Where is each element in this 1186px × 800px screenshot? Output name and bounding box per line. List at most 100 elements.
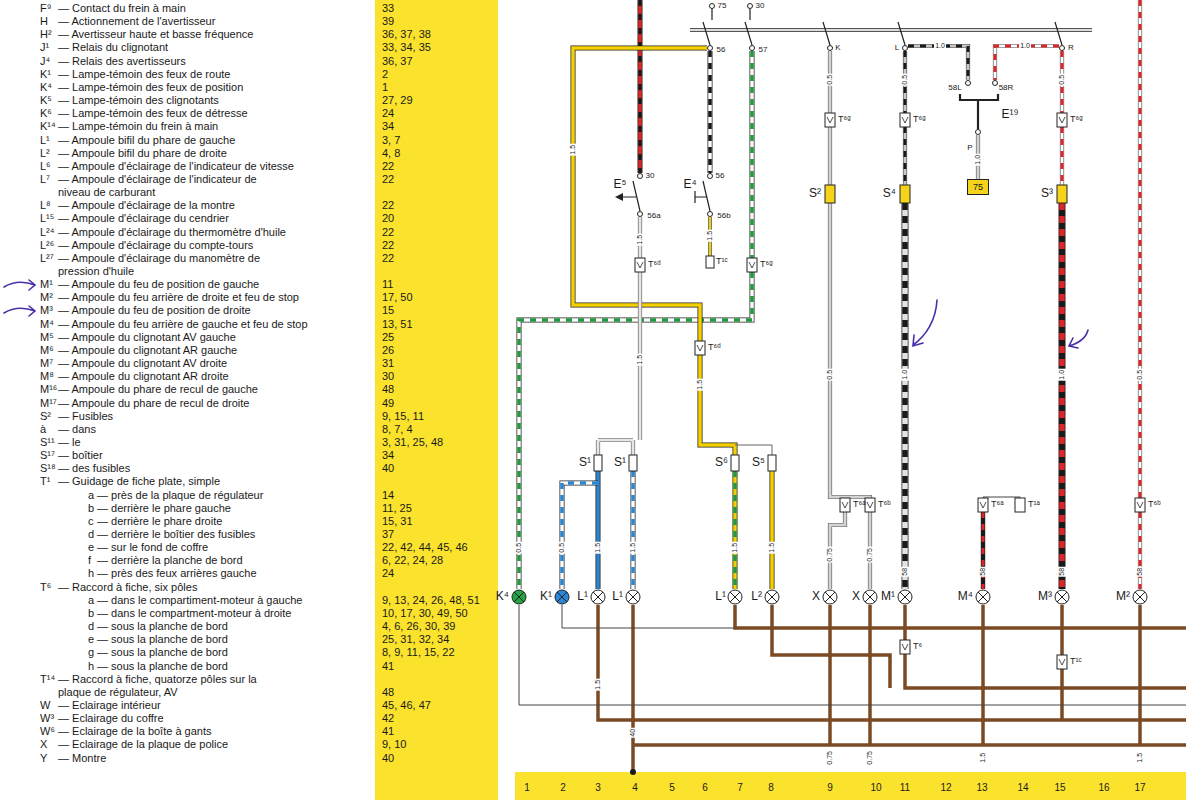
component-description: — dans le compartment-moteur à droite bbox=[97, 607, 291, 620]
lamp-symbol bbox=[767, 592, 777, 602]
lamp-label: K⁴ bbox=[496, 590, 509, 603]
component-code: F⁹ bbox=[40, 2, 51, 15]
lamp-symbol bbox=[591, 590, 605, 604]
wire bbox=[905, 46, 968, 185]
component-code: M² bbox=[40, 291, 53, 304]
component-label: E⁵ bbox=[614, 178, 627, 191]
column-reference: 41 bbox=[382, 660, 394, 673]
connector-label: T¹ᶜ bbox=[1070, 657, 1082, 667]
lamp-label: X bbox=[812, 590, 820, 603]
connector-label: T⁶ᵍ bbox=[1070, 115, 1083, 125]
component-code: M¹ bbox=[40, 278, 53, 291]
component-code: M⁶ bbox=[40, 344, 54, 357]
column-reference: 36, 37 bbox=[382, 55, 413, 68]
component-description: — Ampoule d'éclairage du manomètre de pr… bbox=[58, 252, 273, 278]
thin-wire bbox=[519, 605, 1186, 705]
column-reference: 17, 50 bbox=[382, 291, 413, 304]
column-number: 10 bbox=[870, 782, 881, 793]
wire bbox=[598, 217, 640, 455]
component-description: — derrière la planche de bord bbox=[97, 554, 243, 567]
component-code: b bbox=[88, 502, 94, 515]
component-code: W³ bbox=[40, 712, 54, 725]
component-code: S² bbox=[40, 410, 51, 423]
connector-label: T⁶ᵃ bbox=[853, 500, 866, 510]
component-description: — Actionnement de l'avertisseur bbox=[58, 15, 215, 28]
lamp-symbol bbox=[512, 590, 526, 604]
lamp-symbol bbox=[628, 592, 638, 602]
fuse-symbol bbox=[629, 455, 637, 471]
terminal-label: K bbox=[835, 44, 840, 53]
lamp-label: M³ bbox=[1038, 590, 1052, 603]
column-reference: 39 bbox=[382, 15, 394, 28]
terminal-label: 56 bbox=[716, 172, 725, 181]
column-reference: 25 bbox=[382, 331, 394, 344]
component-description: — Lampe-témoin du frein à main bbox=[58, 120, 218, 133]
component-description: — Ampoule d'éclairage de l'indicateur de… bbox=[58, 173, 273, 199]
thin-wire bbox=[519, 605, 1186, 705]
component-description: — près de la plaque de régulateur bbox=[97, 489, 263, 502]
component-code: M⁷ bbox=[40, 357, 53, 370]
wire bbox=[562, 471, 633, 589]
wire-gauge: 1.5 bbox=[706, 230, 714, 242]
column-reference: 30 bbox=[382, 370, 394, 383]
wire bbox=[638, 0, 642, 173]
terminal-label: 56 bbox=[717, 46, 726, 55]
column-number: 3 bbox=[595, 782, 601, 793]
fuse-symbol bbox=[900, 185, 910, 203]
connector-symbol bbox=[900, 113, 910, 127]
ground-wire bbox=[828, 605, 832, 745]
wire-gauge: 0.5 bbox=[1136, 369, 1144, 381]
wire bbox=[573, 48, 735, 455]
component-code: L²⁷ bbox=[40, 252, 54, 265]
component-description: — Eclairage du coffre bbox=[58, 712, 164, 725]
ground-wire bbox=[735, 605, 1186, 628]
component-code: K¹ bbox=[40, 68, 51, 81]
annotation-arrow bbox=[4, 280, 1088, 348]
component-description: — Ampoule d'éclairage de la montre bbox=[58, 199, 235, 212]
terminal bbox=[638, 174, 643, 179]
wire bbox=[1059, 203, 1065, 589]
lamp-label: S¹ bbox=[614, 456, 626, 469]
component-code: d bbox=[88, 528, 94, 541]
column-reference: 24 bbox=[382, 567, 394, 580]
column-reference: 22 bbox=[382, 226, 394, 239]
column-number: 15 bbox=[1054, 782, 1065, 793]
column-reference: 15 bbox=[382, 304, 394, 317]
thin-wire bbox=[562, 605, 735, 628]
lamp-symbol bbox=[512, 590, 526, 604]
component-description: — Ampoule du feu arrière de gauche et fe… bbox=[58, 318, 308, 331]
component-code: L⁸ bbox=[40, 199, 51, 212]
component-description: — Contact du frein à main bbox=[58, 2, 186, 15]
column-reference: 14 bbox=[382, 489, 394, 502]
wire bbox=[995, 46, 1062, 185]
wire-gauge: 0.75 bbox=[866, 750, 874, 766]
column-reference: 42 bbox=[382, 712, 394, 725]
wire-gauge: 1.5 bbox=[594, 679, 602, 691]
lamp-symbol bbox=[593, 592, 603, 602]
terminal bbox=[708, 212, 713, 217]
wire bbox=[638, 0, 642, 173]
fuse-symbol bbox=[1057, 185, 1067, 203]
wire bbox=[1059, 203, 1066, 589]
component-code: c bbox=[88, 515, 94, 528]
fuse-terminal-box: 75 bbox=[967, 179, 989, 196]
component-code: L⁷ bbox=[40, 173, 50, 186]
lamp-symbol bbox=[898, 590, 912, 604]
wire bbox=[905, 46, 968, 185]
component-description: — sous la planche de bord bbox=[97, 620, 228, 633]
component-code: e bbox=[88, 633, 94, 646]
component-code: à bbox=[40, 423, 46, 436]
component-code: T¹ bbox=[40, 475, 50, 488]
lamp-symbol bbox=[765, 590, 779, 604]
lamp-symbol bbox=[626, 590, 640, 604]
component-description: — le bbox=[58, 436, 81, 449]
annotation-arrow bbox=[4, 306, 35, 316]
component-description: — Ampoule du feu de position de gauche bbox=[58, 278, 259, 291]
connector-symbol bbox=[747, 258, 757, 272]
wire bbox=[596, 471, 601, 589]
ground-wire bbox=[868, 605, 872, 745]
component-code: H bbox=[40, 15, 48, 28]
terminal-label: 57 bbox=[759, 46, 768, 55]
wire-gauge: 1.5 bbox=[569, 144, 577, 156]
lamp-label: S¹ bbox=[579, 456, 591, 469]
